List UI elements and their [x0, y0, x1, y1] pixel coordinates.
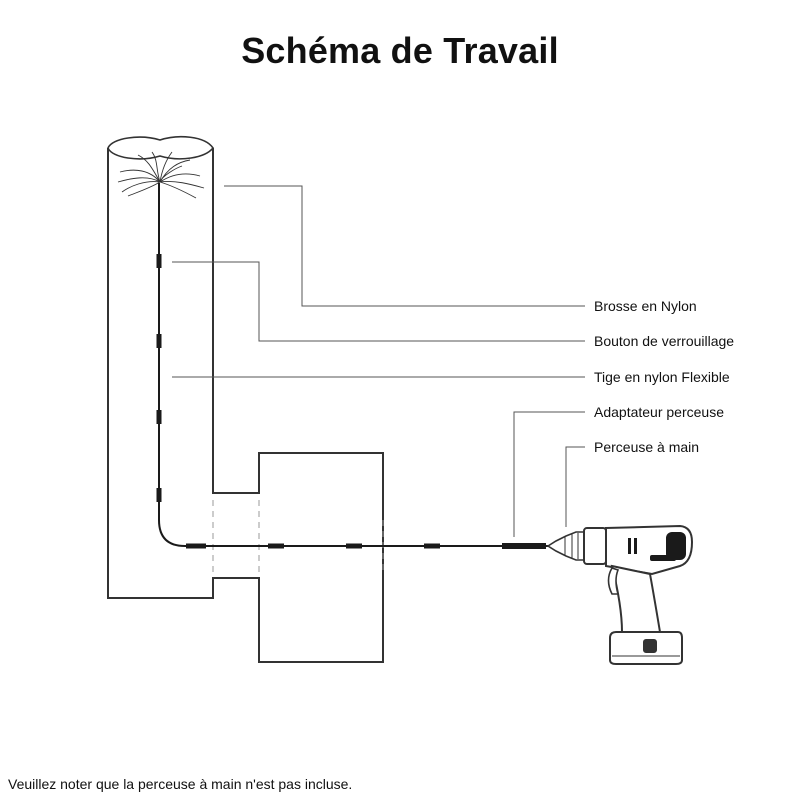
lock-connectors: [156, 254, 546, 549]
vertical-duct: [107, 148, 384, 663]
nylon-brush: [117, 151, 205, 199]
label-lock-button: Bouton de verrouillage: [594, 333, 735, 349]
flexible-rod: [158, 183, 548, 547]
label-nylon-brush: Brosse en Nylon: [594, 298, 697, 314]
label-hand-drill: Perceuse à main: [594, 439, 700, 455]
diagram-title: Schéma de Travail: [241, 30, 559, 71]
label-flexible-rod: Tige en nylon Flexible: [594, 369, 730, 385]
drill-icon: [546, 524, 694, 665]
drill-details: [628, 532, 686, 561]
leader-lines: [172, 185, 585, 537]
footnote: Veuillez noter que la perceuse à main n'…: [8, 776, 353, 792]
duct-top-opening: [107, 135, 214, 160]
label-drill-adapter: Adaptateur perceuse: [594, 404, 724, 420]
joint-dashes: [212, 500, 384, 575]
